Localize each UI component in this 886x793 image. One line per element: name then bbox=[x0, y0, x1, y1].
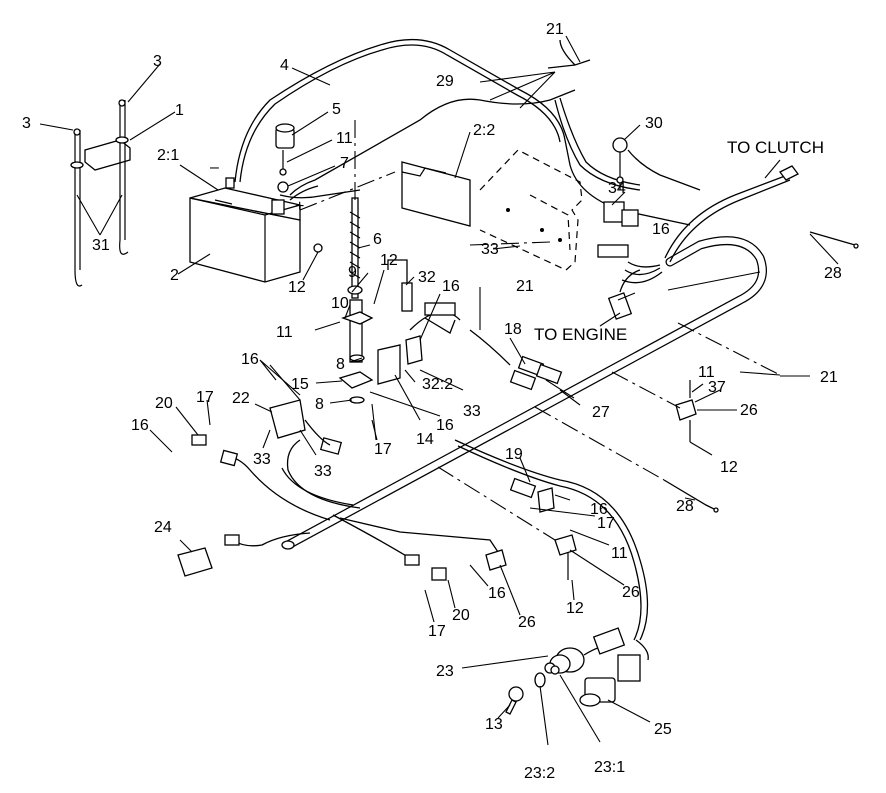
callout-2-2: 2:2 bbox=[473, 122, 495, 139]
callout-23-2: 23:2 bbox=[524, 765, 555, 782]
callout-28: 28 bbox=[824, 265, 842, 282]
callout-labels: 3 1 3 31 2:1 2 4 5 11 7 12 2:2 29 21 30 … bbox=[22, 21, 842, 782]
module-22 bbox=[269, 399, 343, 455]
clamp-26-center bbox=[554, 534, 577, 580]
callout-23: 23 bbox=[436, 663, 454, 680]
note-to-engine: TO ENGINE bbox=[534, 325, 627, 344]
solenoid-assembly bbox=[275, 123, 323, 253]
callout-17: 17 bbox=[196, 389, 214, 406]
callout-20: 20 bbox=[155, 395, 173, 412]
callout-4: 4 bbox=[280, 57, 289, 74]
callout-14: 14 bbox=[416, 431, 434, 448]
callout-2-1: 2:1 bbox=[157, 147, 179, 164]
callout-32-2: 32:2 bbox=[422, 376, 453, 393]
callout-34: 34 bbox=[608, 180, 626, 197]
callout-33: 33 bbox=[481, 241, 499, 258]
switch-bracket-32 bbox=[377, 259, 461, 385]
callout-16: 16 bbox=[488, 585, 506, 602]
callout-33: 33 bbox=[463, 403, 481, 420]
relay-mounting-bracket bbox=[479, 149, 583, 271]
callout-27: 27 bbox=[592, 404, 610, 421]
callout-21: 21 bbox=[546, 21, 564, 38]
main-wiring-harness bbox=[224, 165, 799, 641]
battery-cover-panel bbox=[401, 161, 471, 227]
callout-16: 16 bbox=[436, 417, 454, 434]
callout-13: 13 bbox=[485, 716, 503, 733]
callout-3: 3 bbox=[153, 53, 162, 70]
callout-21: 21 bbox=[516, 278, 534, 295]
callout-11: 11 bbox=[336, 130, 353, 147]
callout-37: 37 bbox=[708, 379, 726, 396]
callout-11: 11 bbox=[276, 324, 293, 341]
callout-24: 24 bbox=[154, 519, 172, 536]
callout-26: 26 bbox=[622, 584, 640, 601]
callout-17: 17 bbox=[597, 515, 615, 532]
callout-26: 26 bbox=[740, 402, 758, 419]
callout-16: 16 bbox=[241, 351, 259, 368]
battery: – + bbox=[189, 159, 304, 283]
callout-6: 6 bbox=[373, 231, 382, 248]
callout-15: 15 bbox=[291, 376, 309, 393]
callout-20: 20 bbox=[452, 607, 470, 624]
relay-cluster bbox=[597, 201, 641, 320]
ignition-switch-23 bbox=[534, 627, 649, 688]
battery-positive-symbol: + bbox=[295, 198, 304, 215]
callout-12: 12 bbox=[720, 459, 738, 476]
callout-17: 17 bbox=[374, 441, 392, 458]
seat-switch-bolt-stack bbox=[338, 197, 374, 404]
callout-16: 16 bbox=[652, 221, 670, 238]
pto-switch-25 bbox=[579, 677, 616, 707]
callout-26: 26 bbox=[518, 614, 536, 631]
clamp-26-right bbox=[675, 380, 697, 442]
key-13 bbox=[505, 686, 524, 715]
callout-28: 28 bbox=[676, 498, 694, 515]
callout-16: 16 bbox=[590, 501, 608, 518]
callout-12: 12 bbox=[288, 279, 306, 296]
connector-20-left bbox=[191, 434, 239, 467]
cable-assembly-left bbox=[70, 99, 131, 287]
callout-29: 29 bbox=[436, 73, 454, 90]
callout-8: 8 bbox=[315, 396, 324, 413]
callout-11: 11 bbox=[611, 545, 628, 562]
callout-12: 12 bbox=[380, 252, 398, 269]
assembly-centerlines bbox=[299, 120, 781, 541]
callout-22: 22 bbox=[232, 390, 250, 407]
callout-21: 21 bbox=[820, 369, 838, 386]
callout-8: 8 bbox=[336, 356, 345, 373]
leader-lines bbox=[39, 35, 839, 746]
callout-19: 19 bbox=[505, 446, 523, 463]
fuse-holder bbox=[612, 137, 701, 191]
callout-2: 2 bbox=[170, 267, 179, 284]
callout-16: 16 bbox=[131, 417, 149, 434]
battery-negative-symbol: – bbox=[210, 159, 219, 176]
callout-33: 33 bbox=[253, 451, 271, 468]
callout-3: 3 bbox=[22, 115, 31, 132]
clamp-26-bottom bbox=[485, 549, 507, 571]
callout-17: 17 bbox=[428, 623, 446, 640]
callout-11: 11 bbox=[698, 364, 715, 381]
callout-33: 33 bbox=[314, 463, 332, 480]
connector-20-bottom bbox=[404, 554, 447, 581]
callout-10: 10 bbox=[331, 295, 349, 312]
callout-18: 18 bbox=[504, 321, 522, 338]
bracket-19 bbox=[509, 477, 555, 513]
callout-9: 9 bbox=[348, 264, 357, 281]
callout-23-1: 23:1 bbox=[594, 759, 625, 776]
battery-cables bbox=[234, 38, 691, 226]
callout-31: 31 bbox=[92, 237, 110, 254]
callout-7: 7 bbox=[340, 155, 349, 172]
callout-25: 25 bbox=[654, 721, 672, 738]
callout-12: 12 bbox=[566, 600, 584, 617]
callout-16: 16 bbox=[442, 278, 460, 295]
callout-1: 1 bbox=[175, 102, 184, 119]
wire-28 bbox=[663, 231, 859, 513]
hour-meter-24 bbox=[177, 534, 240, 577]
callout-30: 30 bbox=[645, 115, 663, 132]
connector-group-18 bbox=[469, 329, 563, 391]
callout-5: 5 bbox=[332, 101, 341, 118]
callout-32: 32 bbox=[418, 269, 436, 286]
note-to-clutch: TO CLUTCH bbox=[727, 138, 824, 157]
